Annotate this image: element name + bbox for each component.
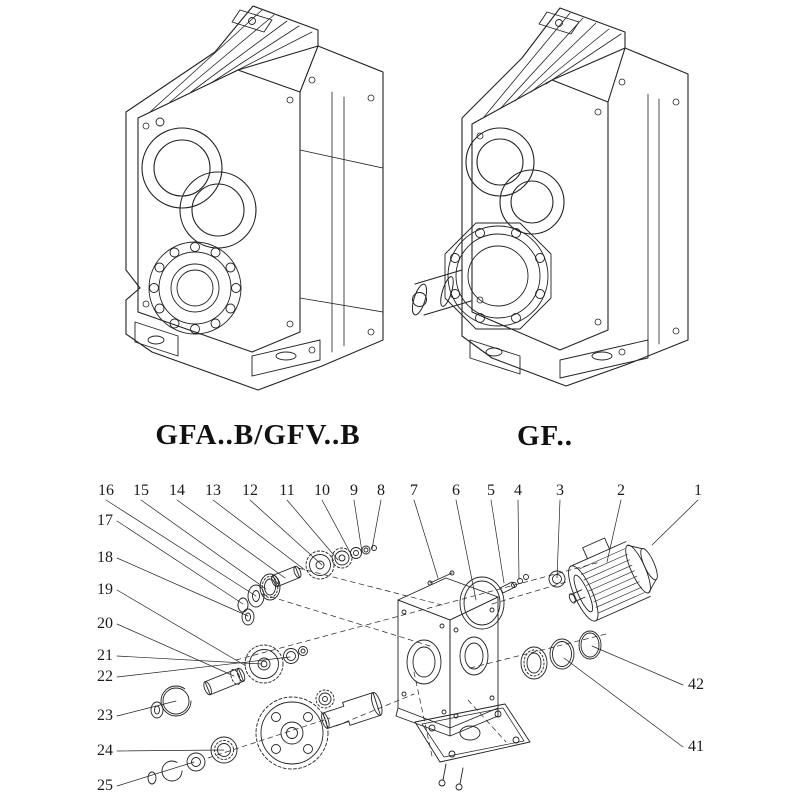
callout-20: 20 <box>97 615 113 632</box>
callout-19: 19 <box>97 581 113 598</box>
callout-6: 6 <box>452 482 460 499</box>
mounting-feet <box>469 339 649 379</box>
side-face-details <box>142 76 384 354</box>
callout-21: 21 <box>97 647 113 664</box>
callout-5: 5 <box>487 482 495 499</box>
callout-17: 17 <box>97 512 113 529</box>
bearing-and-rings <box>520 630 602 680</box>
gasket-and-fasteners <box>459 570 566 630</box>
callout-10: 10 <box>314 482 330 499</box>
intermediate-pinion-shaft <box>203 667 246 696</box>
callout-23: 23 <box>97 707 113 724</box>
callout-15: 15 <box>133 482 149 499</box>
callout-7: 7 <box>410 482 418 499</box>
output-bearing <box>148 241 242 335</box>
cover-plate-parts <box>414 703 531 791</box>
gearbox-drawing-gf <box>411 7 689 387</box>
mounting-feet <box>134 321 321 377</box>
output-flange <box>444 222 552 330</box>
motor-fins <box>578 548 645 614</box>
top-cap-and-plugs <box>538 11 580 35</box>
left-model-label: GFA..B/GFV..B <box>155 419 361 451</box>
motor-drawing <box>568 537 658 622</box>
callout-24: 24 <box>97 742 113 759</box>
gearbox-drawing-gfab <box>125 5 384 391</box>
output-shaft-exploded <box>321 692 383 729</box>
input-bores <box>465 127 565 235</box>
callout-13: 13 <box>205 482 221 499</box>
callout-9: 9 <box>350 482 358 499</box>
roof-fold-edge <box>237 45 319 93</box>
input-shaft-parts <box>237 545 455 626</box>
cooling-ribs <box>149 9 313 113</box>
side-face-details <box>476 78 680 356</box>
input-bores <box>141 127 257 249</box>
callout-18: 18 <box>97 549 113 566</box>
housing-outline <box>461 7 689 387</box>
roof-fold-edge <box>551 47 626 103</box>
callout-25: 25 <box>97 777 113 794</box>
exploded-view <box>105 499 699 791</box>
callout-42: 42 <box>688 676 704 693</box>
callout-12: 12 <box>242 482 258 499</box>
output-gear-parts <box>147 689 383 785</box>
housing-outline <box>125 5 384 391</box>
callout-41: 41 <box>688 738 704 755</box>
callout-4: 4 <box>514 482 522 499</box>
top-cap-and-plugs <box>155 9 273 127</box>
callout-1: 1 <box>694 482 702 499</box>
callout-3: 3 <box>556 482 564 499</box>
callout-16: 16 <box>98 482 114 499</box>
intermediate-gear-parts <box>150 644 308 719</box>
callout-11: 11 <box>279 482 295 499</box>
callout-8: 8 <box>377 482 385 499</box>
callout-22: 22 <box>97 668 113 685</box>
front-face-edge <box>137 69 301 353</box>
callout-2: 2 <box>617 482 625 499</box>
callout-14: 14 <box>169 482 185 499</box>
right-model-label: GF.. <box>516 420 574 452</box>
input-pinion-shaft <box>271 565 302 588</box>
output-shaft <box>411 269 472 316</box>
leader-lines <box>105 499 699 787</box>
